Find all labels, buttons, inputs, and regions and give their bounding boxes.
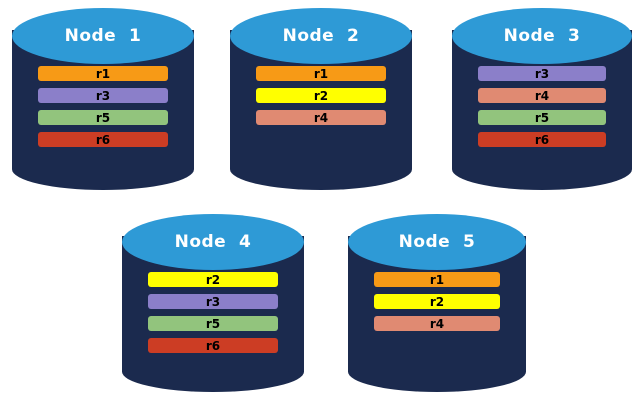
replica-bar-r4[interactable]: r4 bbox=[374, 316, 500, 331]
replica-bar-r1[interactable]: r1 bbox=[374, 272, 500, 287]
replica-bar-r2[interactable]: r2 bbox=[148, 272, 278, 287]
cylinder-top-ellipse bbox=[12, 8, 194, 64]
replica-bar-r2[interactable]: r2 bbox=[256, 88, 386, 103]
replica-bar-list: r1 r2 r4 bbox=[374, 272, 500, 331]
replica-bar-list: r1 r2 r4 bbox=[256, 66, 386, 125]
replica-bar-r5[interactable]: r5 bbox=[148, 316, 278, 331]
replica-bar-list: r1 r3 r5 r6 bbox=[38, 66, 168, 147]
replica-bar-r5[interactable]: r5 bbox=[478, 110, 606, 125]
cylinder-top-ellipse bbox=[230, 8, 412, 64]
replica-bar-r4[interactable]: r4 bbox=[256, 110, 386, 125]
cylinder-top-ellipse bbox=[348, 214, 526, 270]
replica-bar-r3[interactable]: r3 bbox=[478, 66, 606, 81]
replica-bar-r2[interactable]: r2 bbox=[374, 294, 500, 309]
replica-bar-r1[interactable]: r1 bbox=[256, 66, 386, 81]
replica-bar-r6[interactable]: r6 bbox=[148, 338, 278, 353]
replica-bar-r3[interactable]: r3 bbox=[38, 88, 168, 103]
replica-bar-r1[interactable]: r1 bbox=[38, 66, 168, 81]
replica-bar-r3[interactable]: r3 bbox=[148, 294, 278, 309]
replica-bar-r6[interactable]: r6 bbox=[38, 132, 168, 147]
cylinder-top-ellipse bbox=[452, 8, 632, 64]
cylinder-top-ellipse bbox=[122, 214, 304, 270]
replica-bar-list: r3 r4 r5 r6 bbox=[478, 66, 606, 147]
replica-bar-r5[interactable]: r5 bbox=[38, 110, 168, 125]
replica-bar-r6[interactable]: r6 bbox=[478, 132, 606, 147]
replica-bar-r4[interactable]: r4 bbox=[478, 88, 606, 103]
replica-bar-list: r2 r3 r5 r6 bbox=[148, 272, 278, 353]
